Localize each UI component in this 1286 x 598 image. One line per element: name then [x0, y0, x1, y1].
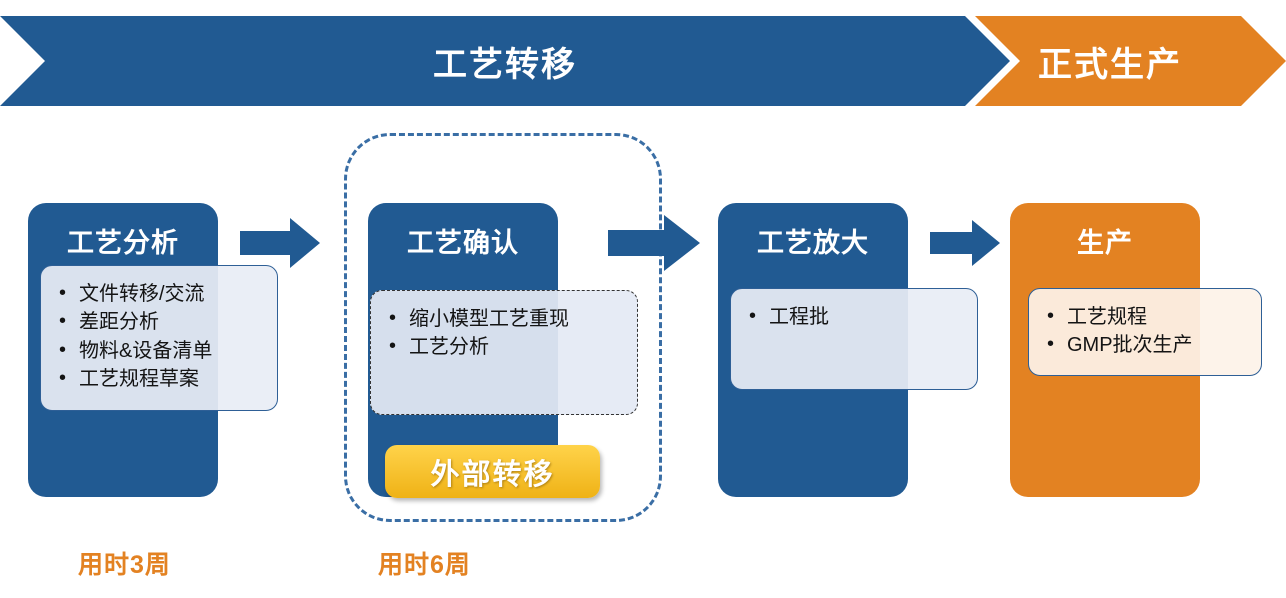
duration-label-stage1: 用时3周	[78, 551, 171, 579]
duration-label-stage2: 用时6周	[378, 551, 471, 579]
banner-orange-chevron	[975, 16, 1286, 106]
stage-title-production: 生产	[1077, 228, 1133, 258]
banner-main-label: 工艺转移	[433, 45, 577, 84]
list-item: 物料&设备清单	[59, 336, 267, 365]
list-item: 工艺规程	[1047, 302, 1251, 331]
list-item: GMP批次生产	[1047, 330, 1251, 359]
external-transfer-group-border	[344, 133, 662, 522]
arrow-scaleup-to-production	[930, 220, 1000, 266]
phase-banner-shapes	[0, 16, 1286, 106]
external-transfer-badge-label: 外部转移	[430, 458, 555, 491]
stage-bullets-process-confirmation: 缩小模型工艺重现 工艺分析	[370, 290, 638, 415]
stage-bullets-process-scale-up: 工程批	[730, 288, 978, 390]
list-item: 工艺规程草案	[59, 364, 267, 393]
banner-production-label: 正式生产	[1038, 45, 1182, 84]
banner-blue-chevron	[0, 16, 1010, 106]
stage-bullets-process-analysis: 文件转移/交流 差距分析 物料&设备清单 工艺规程草案	[40, 265, 278, 411]
list-item: 差距分析	[59, 307, 267, 336]
phase-banner: 工艺转移 正式生产	[0, 16, 1286, 106]
stage-title-process-confirmation: 工艺确认	[407, 228, 519, 258]
list-item: 工艺分析	[389, 332, 627, 361]
external-transfer-badge[interactable]: 外部转移	[385, 445, 600, 498]
list-item: 缩小模型工艺重现	[389, 304, 627, 333]
stage-title-process-analysis: 工艺分析	[67, 228, 179, 258]
list-item: 工程批	[749, 302, 967, 331]
arrow-analysis-to-confirmation	[240, 218, 320, 268]
stage-bullets-production: 工艺规程 GMP批次生产	[1028, 288, 1262, 376]
arrow-confirmation-to-scaleup	[608, 215, 700, 271]
list-item: 文件转移/交流	[59, 279, 267, 308]
stage-title-process-scale-up: 工艺放大	[757, 228, 869, 258]
